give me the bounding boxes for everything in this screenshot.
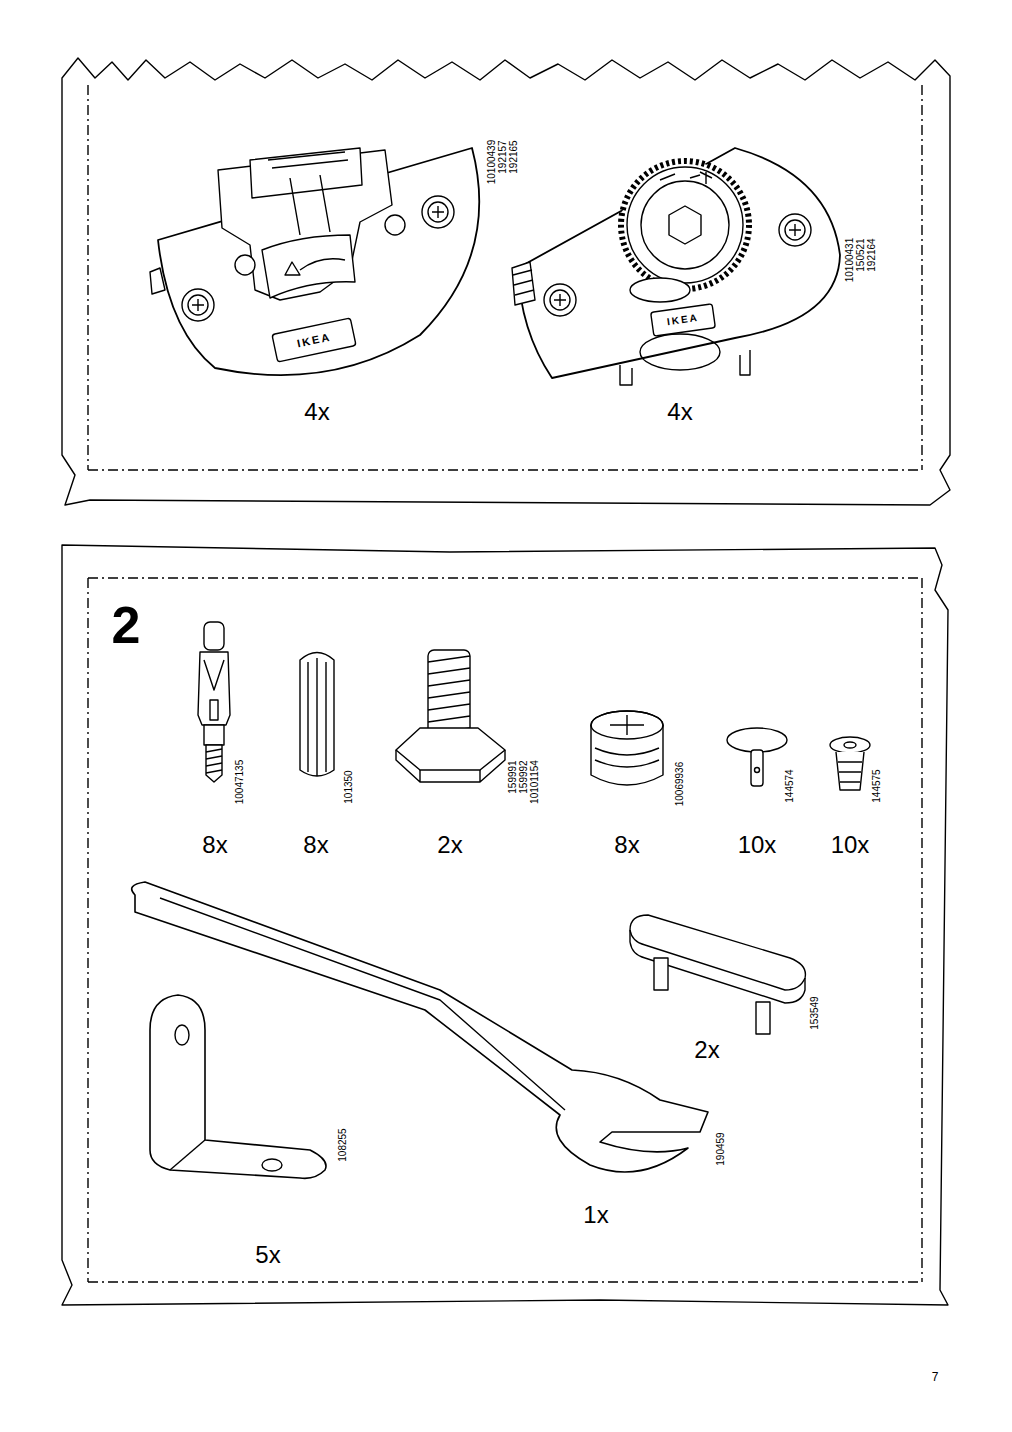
quantity: 10x xyxy=(831,833,870,857)
quantity: 2x xyxy=(694,1038,719,1062)
article-number: 159992 xyxy=(519,760,529,793)
article-number: 10100431 xyxy=(845,238,855,283)
quantity: 2x xyxy=(437,833,462,857)
article-number: 108255 xyxy=(338,1128,348,1161)
quantity: 4x xyxy=(304,400,329,424)
article-number: 101350 xyxy=(344,770,354,803)
quantity: 10x xyxy=(738,833,777,857)
step-number: 2 xyxy=(112,599,141,651)
article-number: 192165 xyxy=(509,140,519,173)
article-number: 150521 xyxy=(856,238,866,271)
quantity: 8x xyxy=(303,833,328,857)
quantity: 5x xyxy=(255,1243,280,1267)
article-number: 144574 xyxy=(785,769,795,802)
article-number: 10101154 xyxy=(530,760,540,804)
article-number: 153549 xyxy=(810,996,820,1029)
article-number: 190459 xyxy=(716,1132,726,1165)
page-number: 7 xyxy=(932,1371,939,1383)
brand-logo: IKEA xyxy=(296,331,332,349)
article-number: 10100439 xyxy=(487,140,497,185)
quantity: 1x xyxy=(583,1203,608,1227)
quantity: 4x xyxy=(667,400,692,424)
article-number: 192164 xyxy=(867,238,877,271)
article-number: 144575 xyxy=(872,769,882,802)
quantity: 8x xyxy=(202,833,227,857)
brand-logo: IKEA xyxy=(667,313,700,327)
article-number: 192157 xyxy=(498,140,508,173)
article-number: 10069936 xyxy=(675,762,685,807)
article-number: 10047135 xyxy=(235,760,245,805)
quantity: 8x xyxy=(614,833,639,857)
article-number: 159991 xyxy=(508,760,518,793)
